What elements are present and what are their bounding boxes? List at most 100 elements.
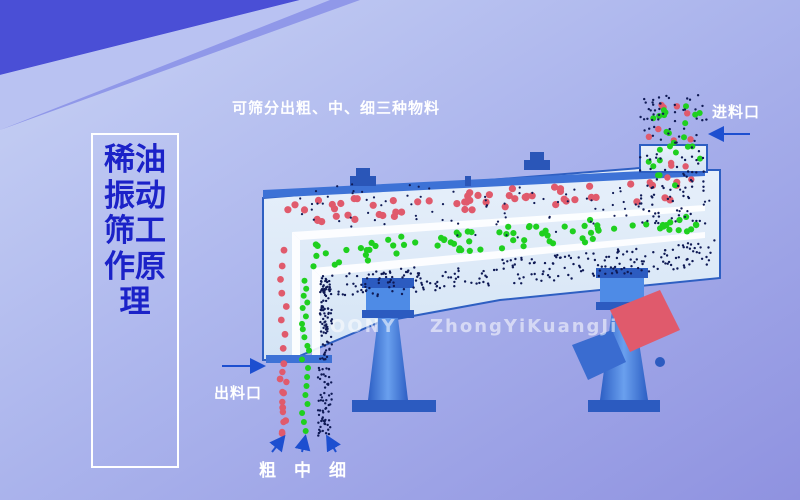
medium-particle xyxy=(447,239,454,246)
fine-particle xyxy=(322,284,325,287)
fine-particle xyxy=(619,190,622,193)
medium-particle xyxy=(302,313,309,320)
fine-particle xyxy=(330,398,333,401)
coarse-particle xyxy=(587,193,596,201)
fine-particle xyxy=(592,274,596,277)
fine-particle xyxy=(511,264,514,267)
fine-particle xyxy=(406,194,409,197)
fine-particle xyxy=(351,183,354,186)
medium-particle xyxy=(299,305,306,311)
fine-particle xyxy=(566,200,569,203)
fine-particle xyxy=(450,219,453,222)
fine-particle xyxy=(647,270,651,273)
medium-particle xyxy=(684,143,691,150)
fine-particle xyxy=(384,275,388,279)
medium-particles xyxy=(299,103,703,434)
fine-particle xyxy=(642,260,645,263)
fine-particle xyxy=(516,236,519,239)
fine-particle xyxy=(317,431,321,435)
fine-particle xyxy=(647,107,650,111)
fine-particle xyxy=(700,257,704,260)
fine-particle xyxy=(321,343,325,346)
fine-particle xyxy=(372,196,376,199)
fine-particle xyxy=(380,272,383,276)
fine-particle xyxy=(457,269,460,273)
fine-particle xyxy=(676,267,679,270)
fine-particle xyxy=(604,265,607,268)
medium-particle xyxy=(672,149,679,156)
medium-particle xyxy=(660,223,667,230)
fine-particle xyxy=(422,288,425,291)
fine-particle xyxy=(703,200,707,203)
coarse-particle xyxy=(314,196,323,204)
medium-particle xyxy=(496,229,503,236)
fine-particle xyxy=(676,184,680,188)
fine-particle xyxy=(652,98,655,102)
coarse-particle xyxy=(562,197,570,205)
fine-particle xyxy=(709,251,712,254)
fine-particle xyxy=(705,118,708,121)
fine-particle xyxy=(663,168,667,172)
fine-particle xyxy=(669,195,672,198)
fine-particle xyxy=(485,204,489,207)
medium-particle xyxy=(304,342,311,349)
fine-particle xyxy=(419,277,422,280)
fine-particle xyxy=(642,118,646,121)
coarse-label: 粗 xyxy=(259,461,277,481)
medium-particle xyxy=(313,252,320,259)
fine-particle xyxy=(634,203,637,206)
fine-particle xyxy=(324,407,327,410)
medium-particle xyxy=(335,259,343,266)
fine-particle xyxy=(639,194,643,197)
fine-arrow xyxy=(326,434,341,453)
medium-particle xyxy=(696,110,703,116)
fine-particle xyxy=(441,218,444,222)
fine-particle xyxy=(682,172,685,175)
fine-particle xyxy=(414,214,417,217)
fine-particle xyxy=(522,276,525,279)
coarse-particle xyxy=(350,195,358,203)
fine-particle xyxy=(453,285,456,288)
fine-particle xyxy=(675,209,679,212)
fine-particle xyxy=(603,259,606,262)
fine-particle xyxy=(691,180,694,183)
fine-particle xyxy=(655,178,659,181)
fine-particle xyxy=(649,109,652,112)
fine-particle xyxy=(352,282,355,285)
coarse-particle xyxy=(281,330,289,338)
fine-particle xyxy=(573,188,576,191)
fine-particle xyxy=(713,239,716,242)
fine-particle xyxy=(330,308,333,312)
fine-particle xyxy=(622,200,625,204)
fine-particle xyxy=(429,282,432,285)
fine-particle xyxy=(505,234,508,237)
coarse-particle xyxy=(528,192,536,200)
fine-particle xyxy=(702,185,705,188)
fine-particle xyxy=(639,115,642,119)
fine-particle xyxy=(702,189,705,192)
fine-particle xyxy=(327,311,330,315)
fine-particle xyxy=(404,270,408,274)
fine-particle xyxy=(319,282,322,286)
fine-particle xyxy=(434,282,437,285)
fine-particle xyxy=(691,170,694,174)
coarse-particle xyxy=(501,203,509,211)
fine-particle xyxy=(329,426,332,429)
medium-particle xyxy=(398,233,405,240)
fine-particle xyxy=(637,205,640,208)
medium-particle xyxy=(643,221,650,228)
fine-particle xyxy=(320,277,324,280)
medium-particle xyxy=(306,347,312,354)
watermark-logo: OONY xyxy=(330,316,397,337)
fine-particle xyxy=(457,275,460,279)
coarse-particle xyxy=(468,206,476,214)
fine-particle xyxy=(323,324,326,327)
fine-particle xyxy=(345,283,349,286)
fine-particle xyxy=(324,331,328,335)
fine-particle xyxy=(657,215,661,218)
fine-particle xyxy=(417,185,420,188)
vibration-motor xyxy=(572,290,680,380)
fine-particle xyxy=(326,330,329,333)
coarse-particle xyxy=(646,179,653,186)
fine-particle xyxy=(420,283,424,286)
